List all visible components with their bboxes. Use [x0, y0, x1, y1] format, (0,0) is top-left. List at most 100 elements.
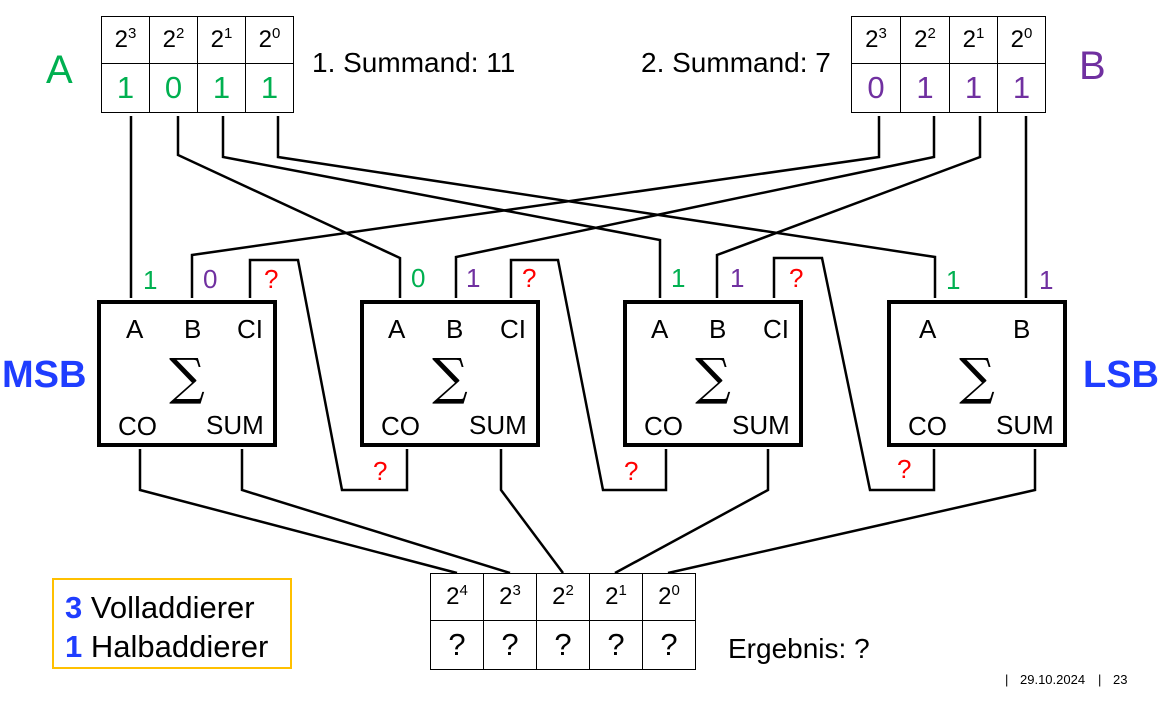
pin-co: CO [644, 411, 683, 441]
pin-a: A [126, 314, 144, 344]
power-cell: 22 [149, 16, 198, 64]
pin-b: B [1013, 314, 1031, 344]
wire-b2 [454, 116, 936, 298]
msb-label: MSB [2, 354, 87, 396]
footer-page-number: 23 [1113, 672, 1128, 687]
half-adder-label: Halbaddierer [90, 629, 269, 664]
wire-carry-2 [509, 258, 668, 492]
power-cell: 21 [197, 16, 246, 64]
footer-date: 29.10.2024 [1020, 672, 1086, 687]
power-cell: 22 [900, 16, 950, 64]
bit-cell: 1 [245, 63, 294, 113]
wire-a0 [276, 116, 937, 298]
carry-out-value: ? [624, 456, 639, 486]
bit-cell: 0 [149, 63, 198, 113]
carry-in-value: ? [789, 263, 804, 293]
input-b-value: 1 [466, 263, 481, 293]
pin-sum: SUM [469, 410, 527, 440]
input-a-value: 1 [671, 263, 686, 293]
operand-b-table: 23 22 21 20 0 1 1 1 [851, 16, 1046, 113]
lsb-label: LSB [1083, 354, 1159, 396]
operand-b-caption: 2. Summand: 7 [641, 47, 831, 78]
wire-sum-1 [614, 449, 770, 575]
bit-cell: 1 [900, 63, 950, 113]
pin-a: A [388, 314, 406, 344]
sum-symbol: ∑ [432, 348, 468, 406]
result-bit-cell: ? [483, 620, 537, 670]
input-a-value: 0 [411, 263, 426, 293]
pin-sum: SUM [732, 410, 790, 440]
operand-a-label: A [46, 48, 73, 92]
pin-ci: CI [763, 314, 789, 344]
result-bit-cell: ? [642, 620, 696, 670]
wire-carry-1 [772, 256, 936, 492]
wire-carry-3 [248, 258, 409, 492]
pin-b: B [709, 314, 727, 344]
legend-full-adder: 3 Volladdierer [65, 588, 290, 627]
bit-cell: 1 [197, 63, 246, 113]
operand-b-label: B [1079, 44, 1106, 88]
pin-sum: SUM [206, 410, 264, 440]
pin-b: B [446, 314, 464, 344]
wire-sum-2 [499, 449, 565, 574]
half-adder-lsb: A B ∑ CO SUM [887, 300, 1067, 447]
power-cell: 21 [589, 573, 643, 621]
power-cell: 23 [483, 573, 537, 621]
result-bit-cell: ? [430, 620, 484, 670]
pin-ci: CI [237, 314, 263, 344]
input-a-value: 1 [143, 265, 158, 295]
footer-separator: | [1005, 672, 1009, 687]
bit-cell: 0 [851, 63, 901, 113]
full-adder-label: Volladdierer [90, 590, 255, 625]
carry-out-value: ? [897, 454, 912, 484]
power-cell: 21 [949, 16, 998, 64]
sum-symbol: ∑ [695, 348, 731, 406]
half-adder-count: 1 [65, 629, 83, 664]
sum-symbol: ∑ [959, 348, 995, 406]
wire-sum-0 [667, 449, 1037, 575]
pin-b: B [184, 314, 202, 344]
bit-cell: 1 [997, 63, 1046, 113]
legend-half-adder: 1 Halbaddierer [65, 627, 290, 666]
wire-b1 [715, 116, 982, 298]
carry-in-value: ? [522, 263, 537, 293]
result-bit-cell: ? [536, 620, 590, 670]
carry-out-value: ? [373, 456, 388, 486]
power-cell: 23 [101, 16, 150, 64]
power-cell: 20 [997, 16, 1046, 64]
pin-ci: CI [500, 314, 526, 344]
power-cell: 23 [851, 16, 901, 64]
adder-legend: 3 Volladdierer 1 Halbaddierer [52, 578, 292, 669]
wire-carry-out-msb [138, 449, 458, 575]
power-cell: 20 [245, 16, 294, 64]
pin-sum: SUM [996, 410, 1054, 440]
result-table: 24 23 22 21 20 ? ? ? ? ? [430, 573, 696, 670]
result-bit-cell: ? [589, 620, 643, 670]
operand-a-table: 23 22 21 20 1 0 1 1 [101, 16, 294, 113]
result-caption: Ergebnis: ? [728, 633, 870, 664]
full-adder-1: A B CI ∑ CO SUM [623, 300, 803, 447]
wire-a2 [176, 116, 402, 298]
operand-a-caption: 1. Summand: 11 [312, 47, 516, 78]
pin-co: CO [381, 411, 420, 441]
full-adder-2: A B CI ∑ CO SUM [360, 300, 540, 447]
pin-a: A [919, 314, 937, 344]
wire-b3 [190, 116, 881, 298]
power-cell: 22 [536, 573, 590, 621]
input-b-value: 0 [203, 264, 218, 294]
full-adder-msb: A B CI ∑ CO SUM [97, 300, 277, 447]
footer-separator: | [1098, 672, 1102, 687]
pin-a: A [651, 314, 669, 344]
wire-a1 [221, 116, 662, 298]
wire-sum-3 [240, 449, 511, 575]
carry-in-value: ? [264, 264, 279, 294]
input-a-value: 1 [946, 265, 961, 295]
bit-cell: 1 [949, 63, 998, 113]
pin-co: CO [118, 411, 157, 441]
power-cell: 20 [642, 573, 696, 621]
sum-symbol: ∑ [169, 348, 205, 406]
pin-co: CO [908, 411, 947, 441]
power-cell: 24 [430, 573, 484, 621]
input-b-value: 1 [1039, 265, 1054, 295]
